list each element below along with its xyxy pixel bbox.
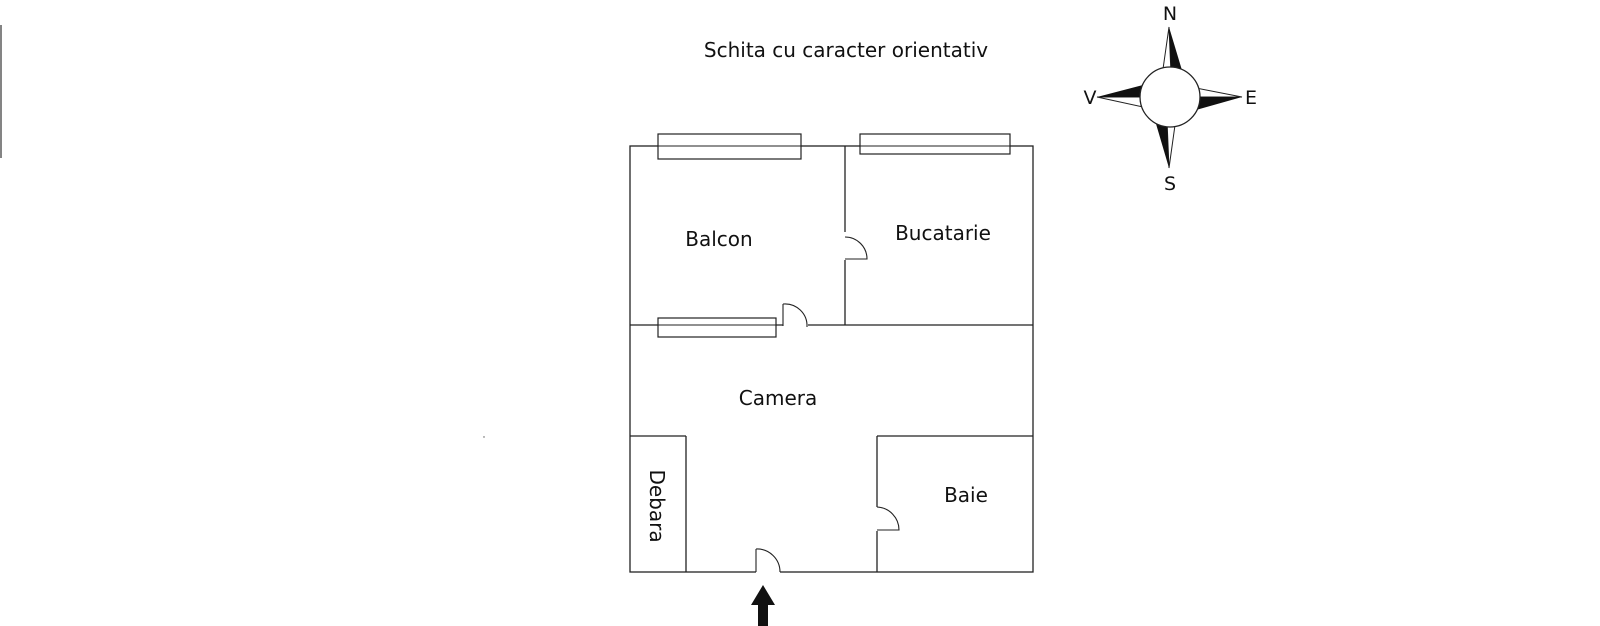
door-bucatarie [844,236,868,260]
room-label-debara: Debara [645,469,669,542]
room-label-bucatarie: Bucatarie [895,221,991,245]
walls [629,145,1034,574]
room-label-balcon: Balcon [685,227,752,251]
outer-wall [629,145,1034,573]
compass-west-label: V [1084,87,1097,109]
window-bucatarie [859,133,1011,155]
compass-east-label: E [1245,87,1257,109]
room-label-baie: Baie [944,483,988,507]
compass-rose-icon [1096,26,1243,169]
compass-south-label: S [1164,173,1176,195]
stray-dot [483,436,485,438]
doors [755,236,900,573]
entrance-arrow-icon [751,585,775,626]
room-label-camera: Camera [739,386,818,410]
compass-north-label: N [1163,3,1177,25]
door-baie [876,506,900,531]
door-entrance [755,548,781,573]
plan-title: Schita cu caracter orientativ [704,38,988,62]
door-balcon [782,303,808,328]
window-camera-balcon [657,317,777,338]
windows [657,133,1011,338]
